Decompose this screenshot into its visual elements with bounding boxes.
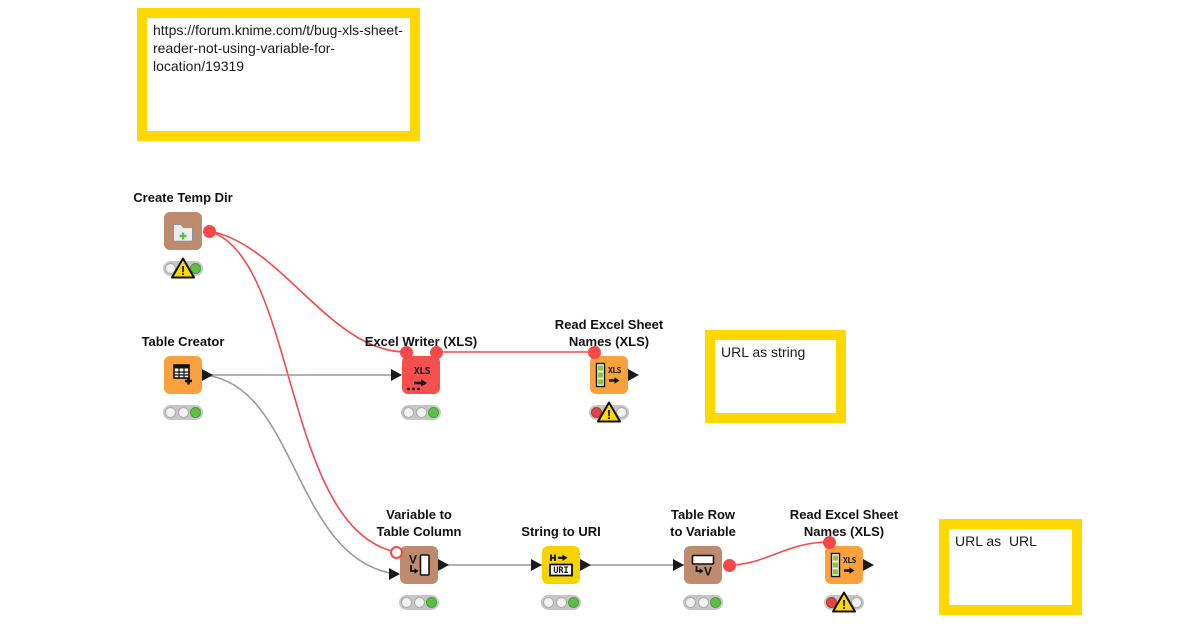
node-create-temp-dir[interactable]: Create Temp Dir ! bbox=[133, 190, 233, 279]
node-status-traffic-light: ! bbox=[163, 257, 203, 279]
svg-text:!: ! bbox=[842, 597, 846, 612]
xls-sheets-icon: XLS bbox=[595, 362, 622, 388]
node-table-creator[interactable]: Table Creator bbox=[142, 334, 224, 420]
folder-plus-icon bbox=[173, 224, 193, 242]
data-output-port[interactable] bbox=[863, 558, 874, 571]
node-label: Read Excel Sheet Names (XLS) bbox=[554, 317, 664, 349]
node-label: Excel Writer (XLS) bbox=[364, 333, 478, 349]
flow-variable-output-port[interactable] bbox=[722, 558, 736, 572]
xls-write-icon: XLS bbox=[407, 366, 431, 391]
flow-variable-input-port[interactable] bbox=[389, 545, 403, 559]
node-status-traffic-light bbox=[163, 405, 203, 420]
xls-sheets-icon: XLS bbox=[830, 552, 857, 578]
data-output-port[interactable] bbox=[438, 558, 449, 571]
data-input-port[interactable] bbox=[673, 558, 684, 571]
svg-text:XLS: XLS bbox=[843, 556, 857, 565]
node-label: Variable to Table Column bbox=[376, 507, 462, 539]
node-excel-writer-xls[interactable]: Excel Writer (XLS) XLS bbox=[365, 334, 477, 420]
node-string-to-uri[interactable]: String to URI URI bbox=[521, 524, 601, 610]
node-label: Table Row to Variable bbox=[670, 507, 736, 539]
svg-text:V: V bbox=[409, 553, 417, 567]
annotation-url-as-url[interactable]: URL as URL bbox=[939, 519, 1082, 615]
data-input-port[interactable] bbox=[531, 558, 542, 571]
svg-text:URI: URI bbox=[553, 566, 568, 576]
warning-icon: ! bbox=[832, 591, 856, 613]
node-read-excel-sheet-names-1[interactable]: Read Excel Sheet Names (XLS) XLS ! bbox=[555, 317, 663, 423]
wire-rowvar-to-readexcel2[interactable] bbox=[728, 541, 830, 566]
node-label: String to URI bbox=[521, 523, 601, 539]
svg-text:XLS: XLS bbox=[414, 366, 431, 377]
svg-text:V: V bbox=[704, 565, 712, 579]
node-status-traffic-light: ! bbox=[589, 401, 629, 423]
data-output-port[interactable] bbox=[580, 558, 591, 571]
node-label: Read Excel Sheet Names (XLS) bbox=[789, 507, 899, 539]
data-input-port[interactable] bbox=[389, 567, 400, 580]
table-plus-icon bbox=[173, 364, 192, 385]
node-table-row-to-variable[interactable]: Table Row to Variable V bbox=[670, 507, 736, 610]
wire-tempdir-to-excelwriter[interactable] bbox=[208, 230, 407, 353]
node-read-excel-sheet-names-2[interactable]: Read Excel Sheet Names (XLS) XLS ! bbox=[790, 507, 898, 613]
flow-variable-output-port[interactable] bbox=[202, 224, 216, 238]
node-variable-to-table-column[interactable]: Variable to Table Column V bbox=[377, 507, 461, 610]
warning-icon: ! bbox=[171, 257, 195, 279]
annotation-url-as-string[interactable]: URL as string bbox=[705, 330, 846, 423]
node-body[interactable] bbox=[400, 546, 438, 584]
wire-tempdir-to-varcol[interactable] bbox=[208, 230, 397, 553]
flow-variable-input-port[interactable] bbox=[822, 535, 836, 549]
flow-variable-input-port[interactable] bbox=[587, 345, 601, 359]
string-to-uri-icon: URI bbox=[549, 554, 573, 577]
svg-text:XLS: XLS bbox=[608, 366, 622, 375]
flow-variable-output-port[interactable] bbox=[429, 345, 443, 359]
wire-tablecreator-to-varcol[interactable] bbox=[203, 374, 396, 575]
node-status-traffic-light bbox=[541, 595, 581, 610]
node-status-traffic-light bbox=[683, 595, 723, 610]
node-label: Create Temp Dir bbox=[133, 189, 233, 205]
row-to-variable-icon: V bbox=[691, 554, 715, 579]
node-status-traffic-light bbox=[399, 595, 439, 610]
node-body[interactable] bbox=[684, 546, 722, 584]
node-label: Table Creator bbox=[141, 333, 225, 349]
warning-icon: ! bbox=[597, 401, 621, 423]
data-output-port[interactable] bbox=[202, 368, 213, 381]
variable-to-column-icon: V bbox=[409, 553, 430, 576]
flow-variable-input-port[interactable] bbox=[399, 345, 413, 359]
data-input-port[interactable] bbox=[391, 368, 402, 381]
data-output-port[interactable] bbox=[628, 368, 639, 381]
node-status-traffic-light: ! bbox=[824, 591, 864, 613]
node-status-traffic-light bbox=[401, 405, 441, 420]
annotation-forum-url[interactable]: https://forum.knime.com/t/bug-xls-sheet-… bbox=[137, 8, 420, 141]
svg-text:!: ! bbox=[181, 263, 185, 278]
svg-text:!: ! bbox=[607, 407, 611, 422]
